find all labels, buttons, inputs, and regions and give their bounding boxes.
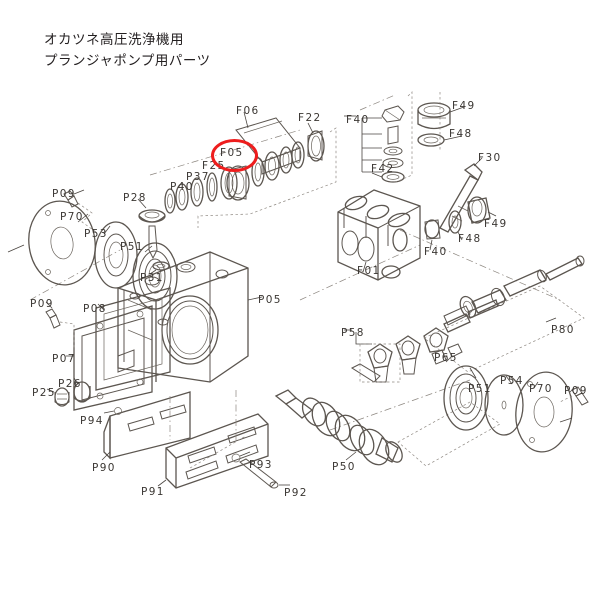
callout-p05-23: P05 [258, 294, 282, 306]
valve-stack-group [164, 111, 337, 228]
title-line-1: オカツネ高圧洗浄機用 [44, 32, 184, 48]
callout-p65-27: P65 [434, 352, 458, 364]
callout-p92-39: P92 [284, 487, 308, 499]
side-cover-group [45, 287, 171, 411]
right-cover-group [443, 365, 589, 453]
callout-p80-24: P80 [551, 324, 575, 336]
callout-p31-19: P31 [140, 272, 164, 284]
callout-p40-10: P40 [170, 181, 194, 193]
diagram-title: オカツネ高圧洗浄機用 プランジャポンプ用パーツ [44, 30, 211, 72]
callout-p09-33: P09 [564, 385, 588, 397]
callout-p09-11: P09 [52, 188, 76, 200]
callout-p50-35: P50 [332, 461, 356, 473]
callout-p08-22: P08 [83, 303, 107, 315]
callout-f22-1: F22 [298, 112, 322, 124]
callout-p94-34: P94 [80, 415, 104, 427]
callout-p54-31: P54 [500, 375, 524, 387]
callout-p93-36: P93 [249, 459, 273, 471]
callout-p28-12: P28 [123, 192, 147, 204]
mounting-bracket-group [101, 390, 290, 489]
callout-f06-0: F06 [236, 105, 260, 117]
plunger-assembly-p80 [423, 255, 585, 373]
valve-head-block-f01 [337, 189, 497, 281]
callout-f48-4: F48 [449, 128, 473, 140]
callout-p37-9: P37 [186, 171, 210, 183]
callout-p09-21: P09 [30, 298, 54, 310]
crankshaft-p50 [274, 389, 501, 467]
callout-f48-17: F48 [458, 233, 482, 245]
callout-p25-28: P25 [32, 387, 56, 399]
f05-highlight-ellipse [211, 139, 258, 172]
callout-f42-5: F42 [371, 163, 395, 175]
callout-p53-15: P53 [84, 228, 108, 240]
callout-p70-13: P70 [60, 211, 84, 223]
callout-f40-18: F40 [424, 246, 448, 258]
callout-p58-25: P58 [341, 327, 365, 339]
callout-p91-38: P91 [141, 486, 165, 498]
dipstick-group [137, 198, 170, 275]
callout-f49-14: F49 [484, 218, 508, 230]
callout-p51-30: P51 [468, 383, 492, 395]
callout-p90-37: P90 [92, 462, 116, 474]
callout-p07-26: P07 [52, 353, 76, 365]
callout-p51-16: P51 [120, 241, 144, 253]
left-cover-group [7, 189, 178, 310]
valve-parts-column [344, 91, 483, 233]
callout-f49-2: F49 [452, 100, 476, 112]
callout-p26-29: P26 [58, 378, 82, 390]
callout-f30-6: F30 [478, 152, 502, 164]
assembly-axis-lines [29, 94, 561, 431]
callout-f40-3: F40 [346, 114, 370, 126]
callout-f01-20: F01 [357, 265, 381, 277]
callout-p70-32: P70 [529, 383, 553, 395]
connecting-rod-group [344, 299, 499, 383]
title-line-2: プランジャポンプ用パーツ [44, 53, 211, 69]
